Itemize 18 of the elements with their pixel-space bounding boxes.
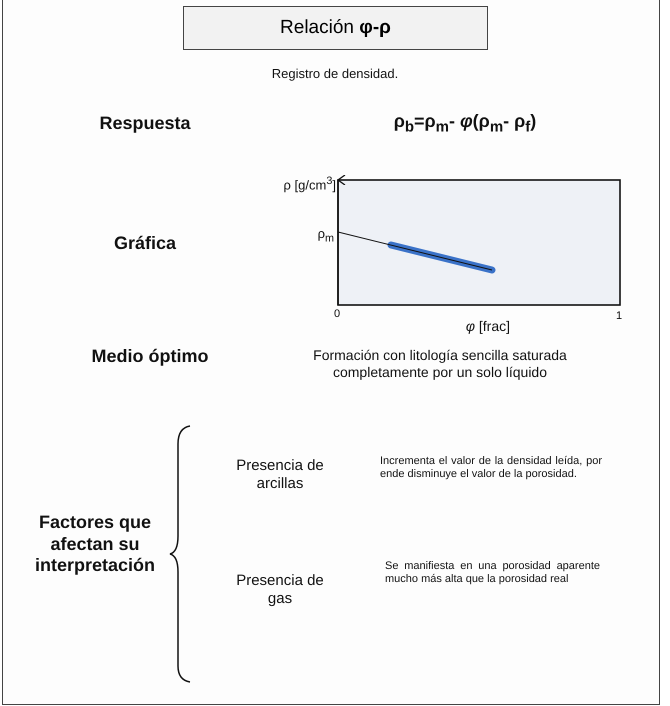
factor-label: Presencia de gas — [235, 572, 325, 608]
tick-label: ρ$_{m}$ — [316, 226, 334, 246]
factor-label: Presencia de arcillas — [235, 457, 325, 493]
formula: ρ$_{b}$=ρ$_{m}$- φ(ρ$_{m}$- ρ$_{f}$) — [392, 111, 538, 137]
row-heading: Respuesta — [98, 113, 192, 135]
description-text: Formación con litología sencilla saturada completamente por un solo líquido — [312, 347, 568, 381]
tick-label: 0 — [332, 308, 342, 322]
description-text: Se manifiesta en una porosidad aparente mucho más alta que la porosidad real — [385, 560, 600, 586]
row-heading: Factores que afectan su interpretación — [34, 512, 156, 577]
axis-label: ρ [g/cm$^{3}$] — [282, 175, 336, 193]
row-heading: Gráfica — [112, 233, 178, 255]
row-heading: Medio óptimo — [90, 346, 210, 368]
tick-label: 1 — [614, 310, 624, 324]
title-text: Relación φ-ρ — [280, 17, 391, 39]
axis-label: φ [frac] — [464, 318, 510, 335]
title-box — [183, 6, 488, 50]
description-text: Incrementa el valor de la densidad leída, por ende disminuye el valor de la porosidad. — [380, 455, 602, 482]
subtitle: Registro de densidad. — [270, 66, 400, 82]
